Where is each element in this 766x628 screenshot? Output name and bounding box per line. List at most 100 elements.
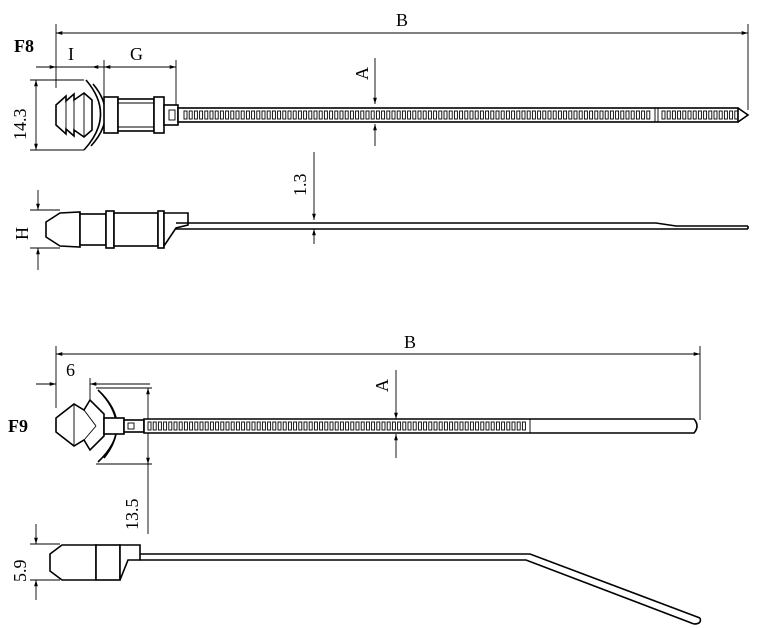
strap-tooth bbox=[703, 110, 708, 120]
strap-tooth bbox=[433, 110, 438, 120]
strap-tooth bbox=[386, 110, 391, 120]
strap-tooth bbox=[625, 110, 630, 120]
strap-tooth bbox=[381, 421, 386, 431]
strap-tooth bbox=[225, 110, 230, 120]
strap-tooth bbox=[220, 421, 225, 431]
strap-tooth bbox=[552, 110, 557, 120]
strap-tooth bbox=[271, 110, 276, 120]
strap-tooth bbox=[345, 421, 350, 431]
strap-tooth bbox=[371, 421, 376, 431]
strap-tooth bbox=[344, 110, 349, 120]
f9-label: F9 bbox=[8, 416, 28, 436]
strap-tooth bbox=[495, 110, 500, 120]
strap-tooth bbox=[609, 110, 614, 120]
strap-tooth bbox=[349, 110, 354, 120]
strap-tooth bbox=[251, 421, 256, 431]
strap-tooth bbox=[687, 110, 692, 120]
strap-tooth bbox=[194, 421, 199, 431]
strap-tooth bbox=[630, 110, 635, 120]
strap-tooth bbox=[163, 421, 168, 431]
strap-tooth bbox=[370, 110, 375, 120]
strap-tooth bbox=[303, 421, 308, 431]
f9-side-view: 5.9 bbox=[10, 524, 702, 625]
strap-tooth bbox=[480, 421, 485, 431]
strap-tooth bbox=[256, 421, 261, 431]
strap-tooth bbox=[464, 110, 469, 120]
strap-tooth bbox=[729, 110, 734, 120]
strap-tooth bbox=[505, 110, 510, 120]
strap-tooth bbox=[355, 110, 360, 120]
strap-tooth bbox=[355, 421, 360, 431]
strap-tooth bbox=[157, 421, 162, 431]
strap-tooth bbox=[490, 421, 495, 431]
strap-tooth bbox=[209, 421, 214, 431]
strap-tooth bbox=[225, 421, 230, 431]
strap-tooth bbox=[308, 421, 313, 431]
strap-tooth bbox=[323, 110, 328, 120]
strap-tooth bbox=[313, 421, 318, 431]
f9-top-view: F9 B 6 13.5 A bbox=[8, 332, 701, 534]
strap-tooth bbox=[641, 110, 646, 120]
strap-tooth bbox=[199, 421, 204, 431]
strap-tooth bbox=[235, 421, 240, 431]
strap-tooth bbox=[537, 110, 542, 120]
strap-tooth bbox=[526, 110, 531, 120]
strap-tooth bbox=[214, 110, 219, 120]
strap-tooth bbox=[386, 421, 391, 431]
strap-tooth bbox=[147, 421, 152, 431]
strap-tooth bbox=[521, 421, 526, 431]
strap-tooth bbox=[215, 421, 220, 431]
strap-tooth bbox=[256, 110, 261, 120]
strap-tooth bbox=[563, 110, 568, 120]
strap-tooth bbox=[240, 110, 245, 120]
f8-dim-h: H bbox=[12, 227, 32, 240]
f8-dim-b: B bbox=[396, 10, 408, 30]
strap-tooth bbox=[329, 421, 334, 431]
strap-tooth bbox=[671, 110, 676, 120]
f8-dim-g: G bbox=[130, 44, 143, 64]
strap-tooth bbox=[204, 421, 209, 431]
strap-tooth bbox=[319, 421, 324, 431]
strap-tooth bbox=[152, 421, 157, 431]
strap-tooth bbox=[542, 110, 547, 120]
strap-tooth bbox=[516, 421, 521, 431]
strap-tooth bbox=[661, 110, 666, 120]
strap-tooth bbox=[324, 421, 329, 431]
f8-top-view: F8 B I G 14.3 A bbox=[10, 10, 750, 151]
strap-tooth bbox=[334, 110, 339, 120]
strap-tooth bbox=[490, 110, 495, 120]
strap-tooth bbox=[417, 110, 422, 120]
strap-tooth bbox=[589, 110, 594, 120]
strap-tooth bbox=[604, 110, 609, 120]
strap-tooth bbox=[277, 421, 282, 431]
strap-tooth bbox=[412, 110, 417, 120]
strap-tooth bbox=[241, 421, 246, 431]
strap-tooth bbox=[199, 110, 204, 120]
f9-strap-teeth bbox=[147, 421, 526, 431]
strap-tooth bbox=[469, 421, 474, 431]
strap-tooth bbox=[318, 110, 323, 120]
strap-tooth bbox=[557, 110, 562, 120]
strap-tooth bbox=[453, 110, 458, 120]
f9-dim-side-height: 5.9 bbox=[10, 560, 30, 583]
strap-tooth bbox=[303, 110, 308, 120]
strap-tooth bbox=[474, 110, 479, 120]
f8-label: F8 bbox=[14, 36, 34, 56]
strap-tooth bbox=[329, 110, 334, 120]
strap-tooth bbox=[500, 110, 505, 120]
strap-tooth bbox=[407, 421, 412, 431]
strap-tooth bbox=[376, 421, 381, 431]
strap-tooth bbox=[293, 421, 298, 431]
strap-tooth bbox=[599, 110, 604, 120]
strap-tooth bbox=[713, 110, 718, 120]
strap-tooth bbox=[469, 110, 474, 120]
strap-tooth bbox=[391, 110, 396, 120]
strap-tooth bbox=[449, 421, 454, 431]
strap-tooth bbox=[464, 421, 469, 431]
strap-tooth bbox=[246, 421, 251, 431]
strap-tooth bbox=[459, 110, 464, 120]
strap-tooth bbox=[578, 110, 583, 120]
strap-tooth bbox=[583, 110, 588, 120]
strap-tooth bbox=[454, 421, 459, 431]
